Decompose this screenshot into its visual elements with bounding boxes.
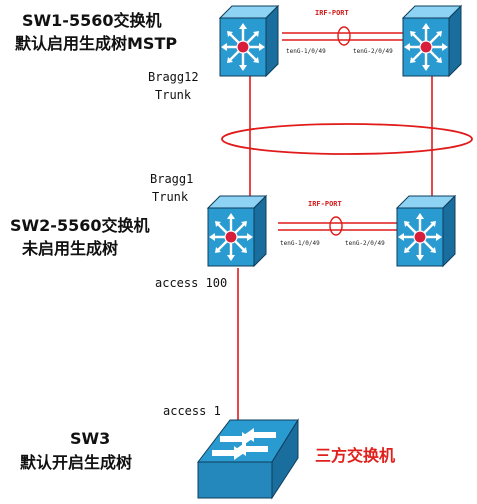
sw1-member2-switch-icon	[401, 4, 463, 78]
sw1-link-label: Bragg12	[148, 70, 199, 84]
sw1-irf-left-port: tenG-1/0/49	[286, 48, 326, 55]
sw1-irf-right-port: tenG-2/0/49	[353, 48, 393, 55]
sw2-link-label: Bragg1	[150, 172, 194, 186]
sw1-title: SW1-5560交换机	[22, 11, 162, 30]
sw3-subtitle: 默认开启生成树	[20, 453, 133, 472]
sw3-title: SW3	[70, 429, 111, 448]
sw2-subtitle: 未启用生成树	[22, 239, 119, 258]
sw2-irf-ellipse	[329, 216, 343, 236]
sw2-link-mode: Trunk	[152, 190, 189, 204]
sw1-irf-port-label: IRF-PORT	[315, 9, 349, 17]
sw2-member1-switch-icon	[206, 194, 268, 268]
sw2-access-label: access 100	[155, 276, 228, 290]
sw1-irf-ellipse	[337, 26, 351, 46]
sw3-access-label: access 1	[163, 404, 221, 418]
sw3-switch-icon	[196, 418, 299, 500]
sw1-member1-switch-icon	[218, 4, 280, 78]
sw1-link-mode: Trunk	[155, 88, 192, 102]
sw1-subtitle: 默认启用生成树MSTP	[15, 34, 178, 53]
sw2-irf-port-label: IRF-PORT	[308, 200, 342, 208]
sw2-member2-switch-icon	[395, 194, 457, 268]
third-party-switch-label: 三方交换机	[315, 446, 396, 465]
sw2-irf-left-port: tenG-1/0/49	[280, 240, 320, 247]
sw2-irf-right-port: tenG-2/0/49	[345, 240, 385, 247]
sw2-title: SW2-5560交换机	[10, 216, 150, 235]
link-aggregation-ellipse	[221, 123, 473, 155]
